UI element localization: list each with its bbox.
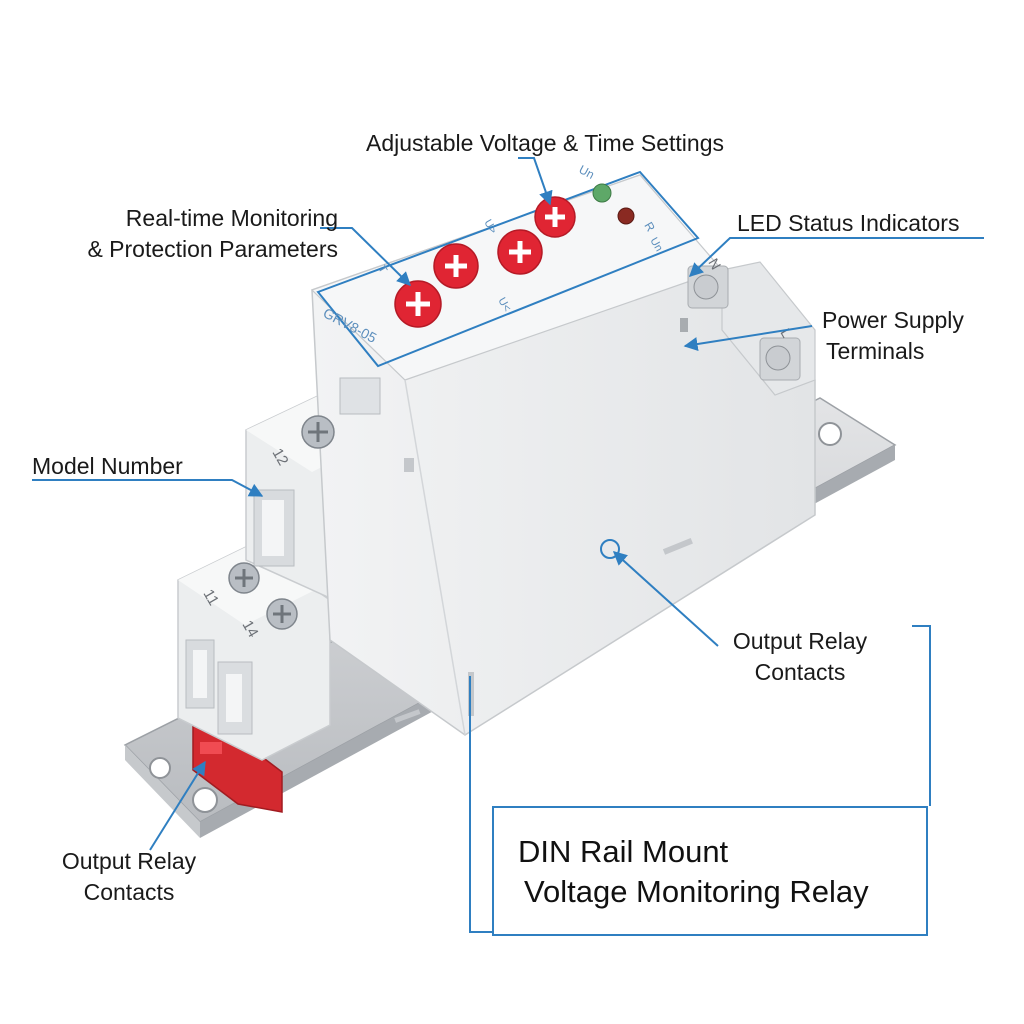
leader-model [32,479,264,497]
leader-voltage-time [518,157,553,206]
callout-output-right: Output Relay Contacts [725,626,875,688]
front-label-plate [316,170,700,368]
power-terminal-block [680,265,801,381]
callout-voltage-time: Adjustable Voltage & Time Settings [366,128,724,159]
led-green [592,183,612,203]
callout-realtime: Real-time Monitoring & Protection Parame… [42,203,338,265]
screw[interactable] [228,562,260,594]
title-line-2: Voltage Monitoring Relay [524,874,869,909]
callout-line-1: Output Relay [732,628,868,654]
leader-output-left [149,760,206,851]
dial-nominal-voltage[interactable] [534,196,576,238]
dial-undervoltage[interactable] [433,243,479,289]
callout-line-2: Contacts [83,879,175,905]
contact-point-marker [600,539,620,559]
callout-model: Model Number [32,451,183,482]
leader-power [683,325,813,351]
title-frame-right [912,625,931,806]
screw[interactable] [301,415,335,449]
leader-output-right [612,551,719,647]
callout-text: Adjustable Voltage & Time Settings [366,130,724,156]
led-red [617,207,635,225]
callout-led: LED Status Indicators [737,208,959,239]
callout-text: LED Status Indicators [737,210,960,236]
dial-overvoltage[interactable] [497,229,543,275]
callout-line-1: Output Relay [61,848,197,874]
callout-text: Model Number [32,453,183,479]
terminal-number: 14 [239,618,262,641]
callout-line-2: & Protection Parameters [87,236,338,262]
callout-line-1: Power Supply [822,307,964,333]
title-block: DIN Rail Mount Voltage Monitoring Relay [492,806,928,936]
rail-hole [149,757,171,779]
screw[interactable] [266,598,298,630]
terminal-number: 12 [269,446,292,469]
leader-lines [32,157,984,933]
callout-line-2: Contacts [754,659,846,685]
terminal-number: 11 [200,587,223,609]
rail-hole [818,422,842,446]
latch-slot [339,377,381,415]
leader-realtime [320,227,411,286]
title-line-1: DIN Rail Mount [518,834,729,869]
title-frame-left [469,676,492,933]
led-label: Un [577,162,597,182]
leader-led [688,237,984,277]
callout-power: Power Supply Terminals [822,305,964,367]
dial-time[interactable] [394,280,442,328]
rail-hole [192,787,218,813]
callout-line-1: Real-time Monitoring [125,205,338,231]
callout-line-2: Terminals [826,338,925,364]
callout-output-left: Output Relay Contacts [54,846,204,908]
